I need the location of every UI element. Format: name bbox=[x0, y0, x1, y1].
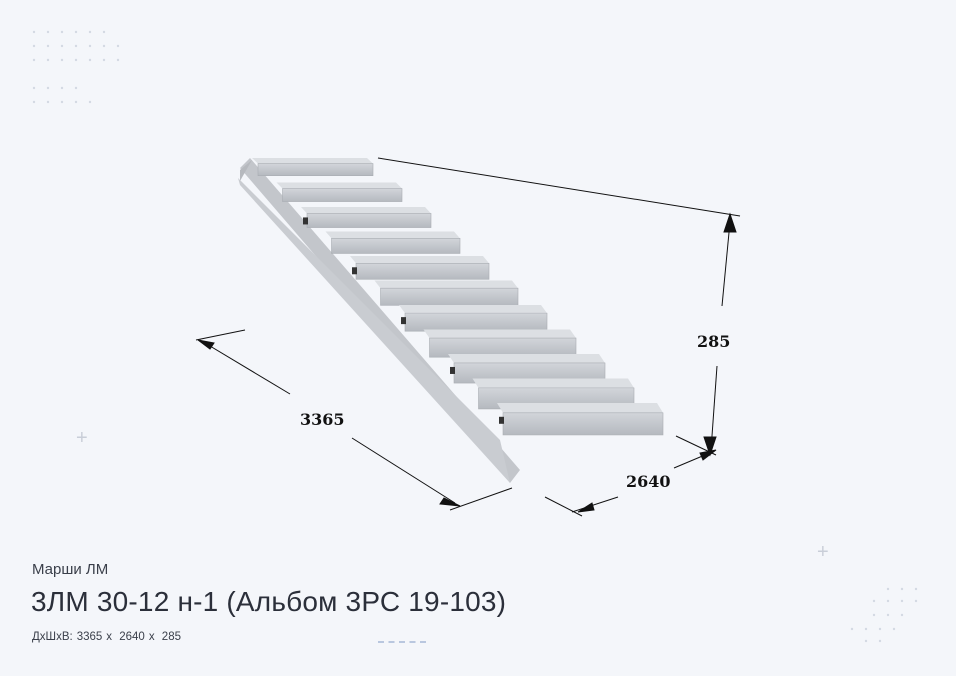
mounting-hole bbox=[499, 416, 504, 424]
stair-step-riser bbox=[331, 238, 461, 254]
decor-dots-top-left bbox=[32, 30, 120, 104]
product-category: Марши ЛМ bbox=[32, 561, 109, 578]
mounting-hole bbox=[401, 317, 406, 325]
mounting-hole bbox=[303, 217, 308, 225]
dim-length-label: 3365 bbox=[300, 410, 345, 429]
stair-step-tread bbox=[301, 207, 431, 214]
stair-step-riser bbox=[502, 412, 664, 436]
decor-plus-icon: + bbox=[817, 541, 829, 563]
stair-step-tread bbox=[325, 231, 460, 239]
dims-separator: x bbox=[106, 631, 113, 643]
dims-width: 2640 bbox=[119, 631, 145, 643]
dims-height: 285 bbox=[161, 631, 181, 643]
stair-step-riser bbox=[282, 188, 403, 202]
product-title: 3ЛМ 30-12 н-1 (Альбом 3РС 19-103) bbox=[31, 586, 507, 617]
staircase-image bbox=[238, 158, 664, 483]
mounting-hole bbox=[450, 366, 455, 374]
decor-dots-bottom-right bbox=[850, 587, 918, 643]
stair-step-tread bbox=[472, 378, 634, 388]
stair-step-riser bbox=[257, 163, 374, 176]
mounting-hole bbox=[352, 267, 357, 275]
stair-step-tread bbox=[252, 158, 373, 164]
stair-step-tread bbox=[374, 280, 518, 289]
decor-plus-icon: + bbox=[76, 427, 88, 449]
staircase-drawing: 3365 285 2640 bbox=[195, 157, 741, 517]
stair-step-tread bbox=[350, 256, 489, 264]
stair-step-tread bbox=[497, 403, 663, 413]
dims-length: 3365 bbox=[76, 631, 103, 643]
stair-step-riser bbox=[404, 312, 548, 332]
dimension-lines bbox=[195, 157, 741, 517]
stair-step-riser bbox=[355, 262, 490, 280]
stair-step-tread bbox=[399, 305, 547, 314]
decor-dash bbox=[378, 641, 426, 643]
dims-label: ДхШхВ: bbox=[32, 631, 73, 643]
dim-width-label: 2640 bbox=[626, 472, 671, 491]
stair-step-tread bbox=[423, 329, 576, 339]
stair-step-riser bbox=[306, 213, 432, 228]
dim-height-label: 285 bbox=[697, 332, 730, 351]
stair-step-riser bbox=[380, 287, 519, 306]
dims-separator: x bbox=[148, 631, 155, 643]
stair-step-tread bbox=[448, 354, 605, 363]
stair-step-tread bbox=[276, 182, 402, 189]
